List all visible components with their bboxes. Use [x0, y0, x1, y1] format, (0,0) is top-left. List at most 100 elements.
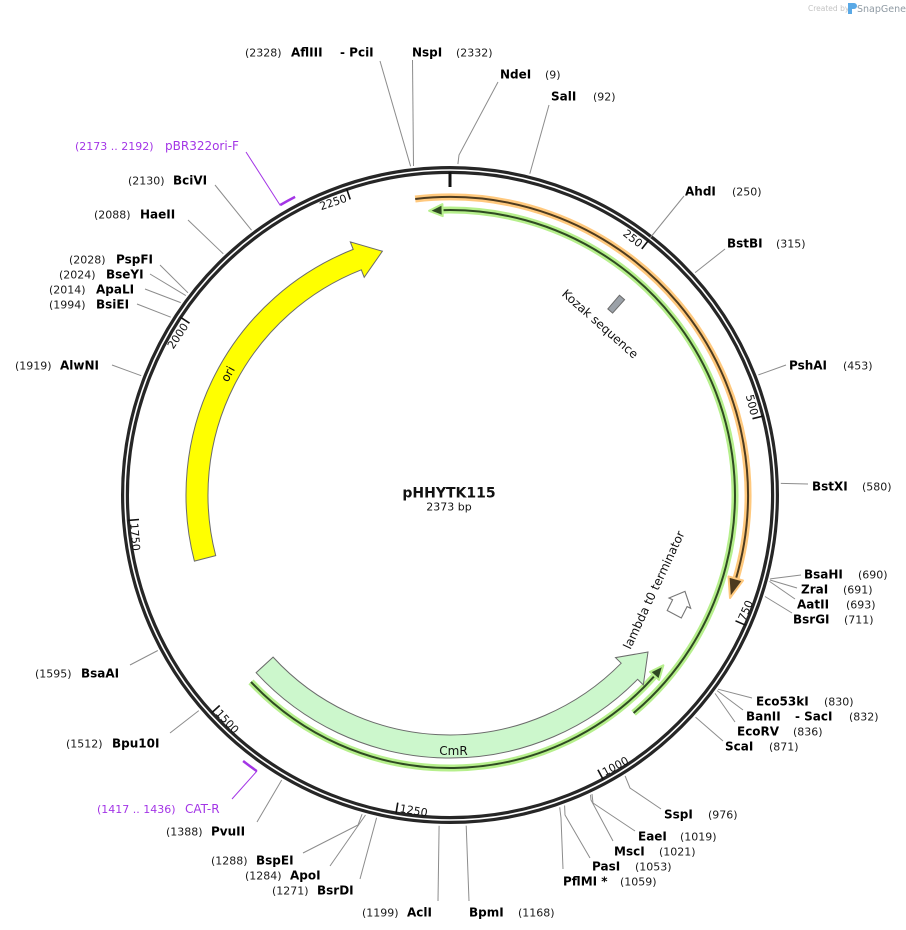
site-position: (711)	[844, 614, 874, 627]
snapgene-logo-icon	[848, 3, 857, 14]
site-bspei[interactable]: (1288) BspEI	[211, 814, 363, 868]
site-ndei[interactable]: NdeI (9)	[457, 68, 561, 165]
site-position: (1168)	[518, 907, 555, 920]
green-orf-feature-inner[interactable]	[248, 664, 665, 772]
kozak-box	[607, 294, 626, 314]
site-name: AflIII	[291, 46, 323, 60]
kozak-feature[interactable]: Kozak sequence	[559, 287, 641, 362]
site-pasi[interactable]: PasI (1053)	[564, 805, 672, 874]
site-haeii[interactable]: (2088) HaeII	[94, 208, 224, 255]
tick-2250	[345, 188, 351, 200]
site-sspi[interactable]: SspI (976)	[624, 775, 738, 822]
primer-leader-line	[231, 770, 258, 800]
site-eco53ki[interactable]: Eco53kI (830)	[717, 688, 854, 709]
site-name: MscI	[614, 845, 645, 859]
site-position: (580)	[862, 481, 892, 494]
site-pshai[interactable]: PshAI (453)	[758, 359, 873, 376]
site-sali[interactable]: SalI (92)	[529, 90, 616, 174]
backbone-ring	[121, 166, 779, 824]
green-arrowhead-icon	[428, 203, 444, 218]
site-position: (1053)	[635, 861, 672, 874]
green-orf-glow	[439, 206, 739, 716]
restriction-sites: (2328) AflIII - PciI NspI (2332) NdeI (9…	[15, 46, 892, 920]
site-bstbi[interactable]: BstBI (315)	[694, 237, 806, 273]
site-apali[interactable]: (2014) ApaLI	[49, 283, 181, 304]
site-name: PflMI *	[563, 875, 608, 889]
primer-name: CAT-R	[185, 802, 220, 816]
site-ecorv[interactable]: EcoRV (836)	[714, 693, 823, 739]
tick-2000	[179, 316, 190, 324]
site-bsrgi[interactable]: BsrGI (711)	[764, 596, 874, 627]
site-leader-line	[649, 195, 685, 239]
cmr-label: CmR	[439, 744, 467, 758]
site-name: BsrGI	[793, 613, 830, 627]
site-position: (1994)	[49, 299, 86, 312]
green-orf-feature-outer[interactable]	[428, 203, 739, 716]
site-acli[interactable]: (1199) AclI	[362, 825, 440, 920]
site-bsrdi[interactable]: (1271) BsrDI	[272, 817, 378, 898]
site-aatii[interactable]: AatII (693)	[769, 580, 876, 612]
orange-orf-feature[interactable]	[414, 193, 752, 599]
site-leader-line	[379, 60, 412, 167]
lambda-terminator-feature[interactable]: lambda t0 terminator	[620, 529, 692, 652]
tick-1750	[127, 518, 140, 522]
site-name: AlwNI	[60, 359, 99, 373]
site-leader-line	[412, 59, 414, 167]
site-bcivi[interactable]: (2130) BciVI	[128, 174, 252, 231]
site-bpmi[interactable]: BpmI (1168)	[465, 825, 555, 920]
ori-feature[interactable]: ori	[185, 241, 384, 562]
tick-1000	[597, 769, 604, 780]
site-name: BsiEI	[96, 298, 129, 312]
site-bstxi[interactable]: BstXI (580)	[780, 480, 892, 494]
site-pflmi[interactable]: PflMI * (1059)	[559, 807, 657, 889]
site-zrai[interactable]: ZraI (691)	[769, 579, 873, 597]
site-name: PasI	[592, 860, 620, 874]
site-leader-line	[144, 288, 181, 304]
site-bseyi[interactable]: (2024) BseYI	[59, 268, 187, 297]
site-position: (1059)	[620, 876, 657, 889]
site-bsahi[interactable]: BsaHI (690)	[770, 568, 888, 582]
site-name: NdeI	[500, 68, 531, 82]
kozak-label: Kozak sequence	[559, 287, 641, 362]
site-position: (832)	[849, 711, 879, 724]
primer-cat-r[interactable]: (1417 .. 1436) CAT-R	[97, 760, 258, 816]
site-leader-line	[590, 794, 614, 842]
green-arrowhead-icon	[649, 664, 665, 681]
site-name: ZraI	[801, 583, 828, 597]
site-leader-line	[302, 814, 363, 854]
site-name: HaeII	[140, 208, 175, 222]
site-leader-line	[764, 596, 793, 614]
site-name: BsrDI	[317, 884, 354, 898]
tick-label: 1750	[127, 522, 142, 551]
primer-pbr322ori-f[interactable]: (2173 .. 2192) pBR322ori-F	[75, 139, 296, 207]
cmr-arrow	[255, 651, 649, 759]
orange-orf-line	[415, 196, 749, 580]
site-apoi[interactable]: (1284) ApoI	[245, 814, 366, 883]
watermark-brand: SnapGene	[857, 4, 906, 15]
site-bsiei[interactable]: (1994) BsiEI	[49, 298, 171, 318]
site-bsaai[interactable]: (1595) BsaAI	[35, 650, 159, 681]
site-position: (690)	[858, 569, 888, 582]
site-position: (1512)	[66, 738, 103, 751]
watermark-created-by: Created by	[808, 4, 850, 13]
site-banii-saci[interactable]: BanII - SacI (832)	[716, 690, 879, 724]
site-ahdi[interactable]: AhdI (250)	[649, 185, 762, 239]
cmr-feature[interactable]: CmR	[255, 651, 649, 759]
site-scai[interactable]: ScaI (871)	[695, 716, 799, 754]
site-leader-line	[329, 814, 366, 867]
site-pvuii[interactable]: (1388) PvuII	[166, 779, 283, 839]
site-name: SalI	[551, 90, 576, 104]
plasmid-length: 2373 bp	[426, 501, 471, 514]
site-position: (2024)	[59, 269, 96, 282]
primer-range: (1417 .. 1436)	[97, 803, 176, 816]
site-position: (2088)	[94, 209, 131, 222]
site-msci[interactable]: MscI (1021)	[590, 794, 696, 859]
site-position: (1919)	[15, 360, 52, 373]
site-afliii-pcii[interactable]: (2328) AflIII - PciI	[245, 46, 412, 167]
site-pspfi[interactable]: (2028) PspFI	[69, 253, 189, 294]
site-alwni[interactable]: (1919) AlwNI	[15, 359, 142, 377]
site-position: (691)	[843, 584, 873, 597]
site-bpu10i[interactable]: (1512) Bpu10I	[66, 710, 200, 751]
site-nspi[interactable]: NspI (2332)	[412, 46, 493, 167]
tick-label: 1250	[399, 802, 429, 820]
